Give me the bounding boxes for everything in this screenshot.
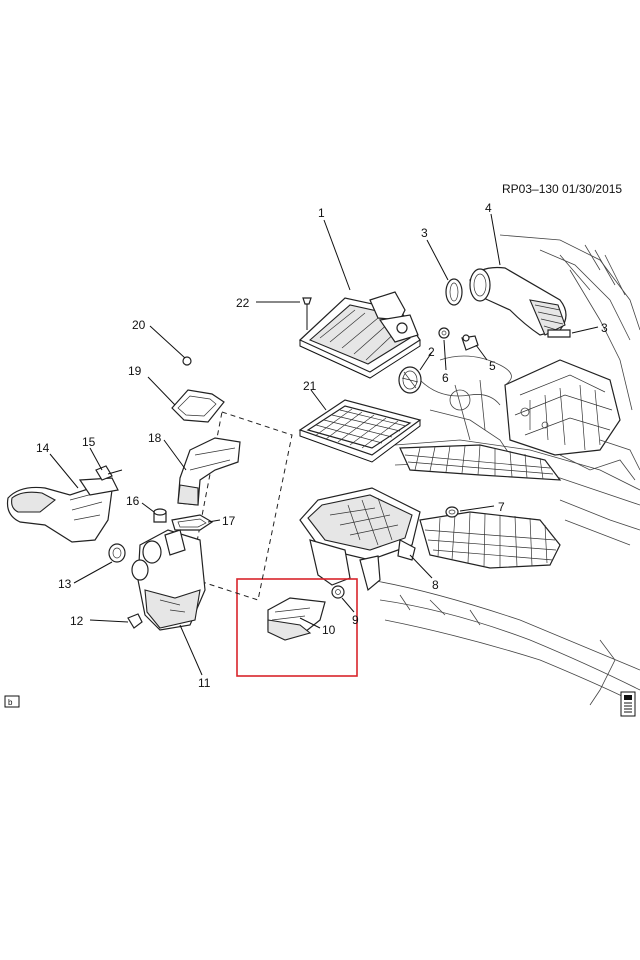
part-14-inlet-duct (6, 477, 119, 543)
part-4-intake-duct (469, 266, 567, 336)
part-18-duct (177, 437, 241, 506)
callout-14: 14 (36, 441, 50, 455)
callout-1: 1 (318, 206, 325, 220)
callout-4: 4 (485, 201, 492, 215)
callout-6: 6 (442, 371, 449, 385)
part-17-seal (171, 514, 214, 531)
corner-logo-icon (620, 691, 636, 717)
callout-13: 13 (58, 577, 72, 591)
part-1-air-cleaner-cover (298, 291, 421, 379)
highlight-box (236, 578, 358, 677)
callout-8: 8 (432, 578, 439, 592)
part-6-grommet (438, 327, 450, 339)
part-12-bolt (127, 613, 143, 629)
part-15-fastener (95, 465, 123, 481)
part-21-air-filter (298, 399, 422, 463)
part-7-grommet (445, 506, 459, 518)
callout-7: 7 (498, 500, 505, 514)
callout-2: 2 (428, 345, 435, 359)
part-10-duct (267, 597, 326, 641)
part-3-clamp-lower (547, 329, 571, 338)
part-5-sensor (461, 334, 479, 351)
revision-stamp: RP03–130 01/30/2015 (502, 182, 622, 196)
corner-badge-left: b (4, 695, 20, 708)
callout-10: 10 (322, 623, 336, 637)
callout-18: 18 (148, 431, 162, 445)
part-8-lower-housing (299, 487, 421, 592)
callout-16: 16 (126, 494, 140, 508)
leader-lines (49, 213, 599, 676)
part-9-fastener (331, 585, 345, 599)
callout-3-upper: 3 (421, 226, 428, 240)
corner-badge-left-text: b (8, 698, 13, 707)
callout-21: 21 (303, 379, 317, 393)
callout-15: 15 (82, 435, 96, 449)
engine-bay-illustration (369, 234, 640, 706)
callout-5: 5 (489, 359, 496, 373)
part-20-fastener (182, 356, 192, 366)
callout-3-lower: 3 (601, 321, 608, 335)
assembly-dashed-outline (189, 411, 293, 601)
callout-17: 17 (222, 514, 236, 528)
callout-labels: 1 2 3 4 3 5 6 7 8 9 10 11 12 13 14 15 16… (36, 201, 608, 690)
callout-9: 9 (352, 613, 359, 627)
part-3-clamp-upper (445, 278, 463, 306)
part-13-clamp (108, 543, 126, 563)
callout-19: 19 (128, 364, 142, 378)
part-11-resonator (131, 529, 206, 631)
callout-22: 22 (236, 296, 250, 310)
callout-11: 11 (198, 676, 211, 690)
part-2-mass-airflow-sensor (398, 366, 422, 394)
part-22-bolt (302, 297, 312, 330)
part-16-fastener (153, 508, 167, 523)
callout-12: 12 (70, 614, 84, 628)
part-19-gasket (171, 389, 225, 423)
callout-20: 20 (132, 318, 146, 332)
